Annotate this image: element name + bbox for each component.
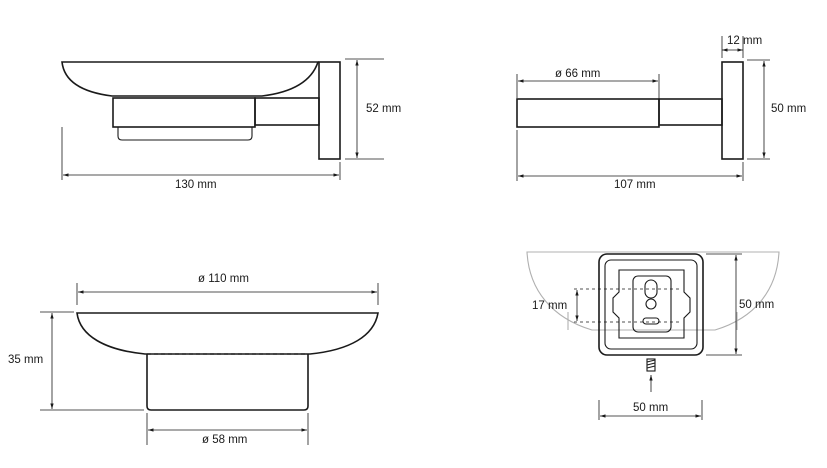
back-hole-spacing-label: 17 mm — [532, 300, 567, 312]
back-plate-height-label: 50 mm — [739, 299, 774, 311]
front-holder-label: ø 58 mm — [202, 434, 247, 446]
top-wall-plate — [721, 61, 744, 160]
front-height-label: 35 mm — [8, 354, 43, 366]
top-view: 12 mm ø 66 mm 50 mm 107 mm — [516, 35, 806, 191]
back-screw-hole — [645, 298, 657, 310]
back-wall-plate — [598, 253, 704, 356]
side-dish — [61, 61, 320, 97]
side-height-label: 52 mm — [366, 103, 401, 115]
front-view: ø 110 mm 35 mm ø 58 mm — [8, 273, 379, 446]
side-wall-plate — [318, 61, 341, 160]
top-rod — [516, 98, 660, 128]
top-length-label: 107 mm — [614, 179, 656, 191]
front-dish — [76, 312, 379, 355]
back-keyhole-slot — [644, 279, 658, 299]
top-height-label: 50 mm — [771, 103, 806, 115]
front-dish-label: ø 110 mm — [198, 273, 249, 285]
back-view: 17 mm 50 mm 50 mm — [526, 251, 780, 420]
back-plate-width-label: 50 mm — [633, 402, 668, 414]
top-arm — [658, 98, 723, 126]
top-thickness-label: 12 mm — [727, 35, 762, 47]
side-holder-bottom — [117, 127, 253, 141]
side-holder-ring — [112, 97, 256, 128]
side-view: 52 mm 130 mm — [61, 58, 401, 191]
back-mounting-bracket — [612, 269, 691, 339]
back-bracket-recess — [632, 275, 672, 333]
side-arm — [254, 97, 320, 126]
back-dish-outline — [526, 251, 780, 331]
set-screw-icon — [646, 358, 656, 372]
back-slot — [642, 317, 660, 325]
front-holder — [146, 354, 309, 411]
side-width-label: 130 mm — [175, 179, 217, 191]
back-wall-plate-inner — [604, 259, 698, 350]
top-rod-label: ø 66 mm — [555, 68, 600, 80]
